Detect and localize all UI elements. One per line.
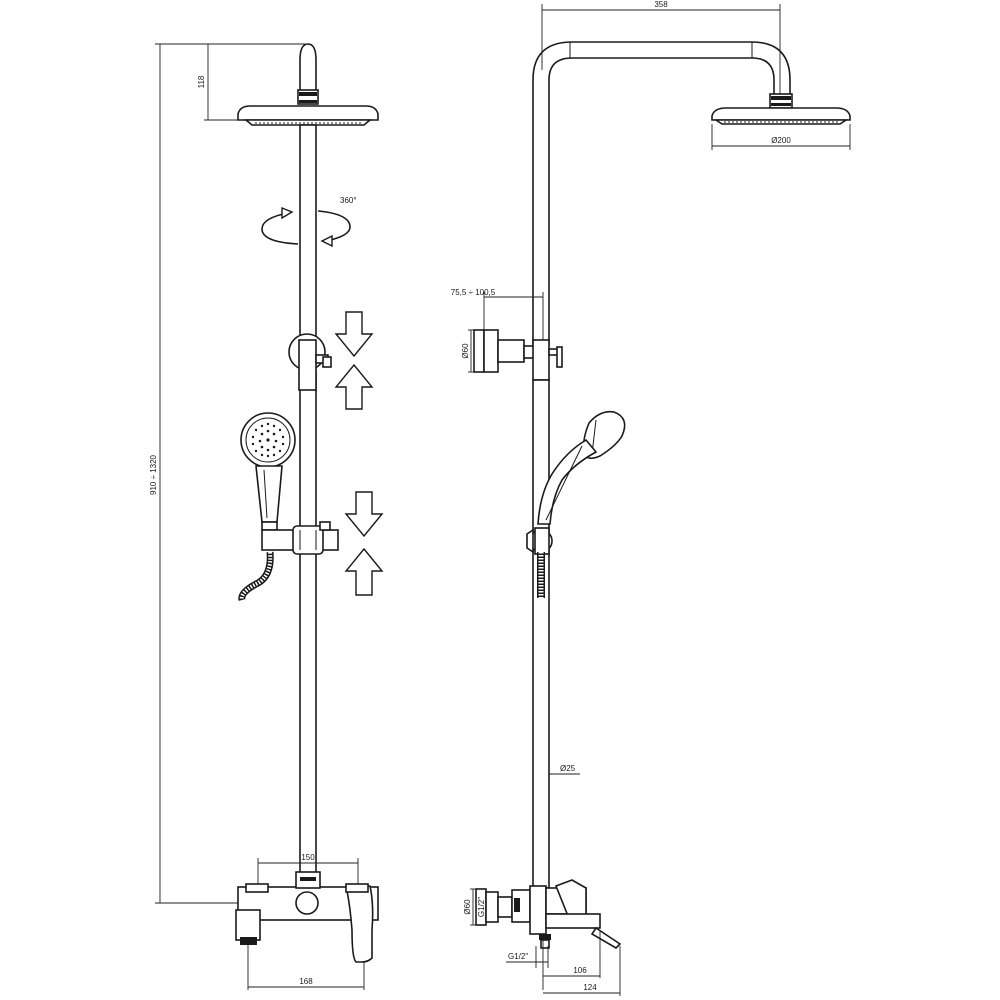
bracket-offset-dimension: 75,5 ÷ 100,5	[451, 288, 544, 340]
riser-pipe-side	[532, 379, 550, 889]
mixer-body-side	[475, 879, 622, 950]
inlet-thread-bottom-dimension: G1/2"	[506, 946, 549, 968]
shower-arm-front	[299, 43, 317, 93]
head-diameter-label: Ø200	[771, 136, 791, 145]
adjust-arrows-upper	[334, 311, 374, 410]
slider-holder-side	[526, 527, 553, 555]
hose-front	[238, 551, 274, 601]
arm-reach-dimension: 358	[541, 0, 781, 100]
wall-bracket-front	[288, 333, 332, 391]
mixer-body-front	[235, 871, 379, 963]
side-view: 358 Ø200 75,	[451, 0, 851, 996]
total-height-dimension: 910 ÷ 1320	[149, 43, 305, 904]
hand-shower-side	[537, 410, 626, 525]
hand-shower-front	[240, 412, 296, 531]
rotation-icon: 360°	[261, 196, 357, 248]
flange-diameter-label: Ø60	[463, 899, 472, 915]
flange-diameter-dimension: Ø60	[463, 888, 476, 926]
bracket-offset-label: 75,5 ÷ 100,5	[451, 288, 496, 297]
slider-holder-front	[261, 521, 339, 555]
mixer-centers-dimension: 150	[257, 853, 359, 885]
spout-depth-label: 106	[573, 966, 587, 975]
bracket-diameter-label: Ø60	[461, 343, 470, 359]
arm-height-dimension: 118	[197, 44, 240, 121]
riser-pipe-lower	[299, 371, 317, 888]
rain-shower-head-side	[711, 107, 851, 125]
front-view: 910 ÷ 1320 118 360°	[149, 43, 384, 990]
pipe-diameter-dimension: Ø25	[549, 764, 580, 775]
inlet-thread-bottom-label: G1/2"	[508, 952, 528, 961]
wall-bracket-side	[473, 329, 563, 381]
riser-pipe-upper	[299, 124, 317, 346]
total-height-label: 910 ÷ 1320	[149, 454, 158, 495]
arm-height-label: 118	[197, 75, 206, 88]
inlet-thread-top-label: G1/2"	[477, 897, 486, 917]
head-diameter-dimension: Ø200	[711, 124, 851, 150]
mixer-width-label: 168	[299, 977, 313, 986]
bracket-diameter-dimension: Ø60	[461, 329, 474, 373]
pipe-diameter-label: Ø25	[560, 764, 576, 773]
shower-arm-side	[532, 41, 791, 345]
rotation-label: 360°	[340, 196, 357, 205]
rain-shower-head-front	[237, 105, 379, 126]
total-depth-dimension: 124	[543, 946, 621, 996]
mixer-centers-label: 150	[301, 853, 315, 862]
arm-reach-label: 358	[654, 0, 668, 9]
spout-depth-dimension: 106	[542, 930, 601, 990]
mixer-width-dimension: 168	[247, 945, 365, 990]
adjust-arrows-lower	[344, 491, 384, 596]
total-depth-label: 124	[583, 983, 597, 992]
